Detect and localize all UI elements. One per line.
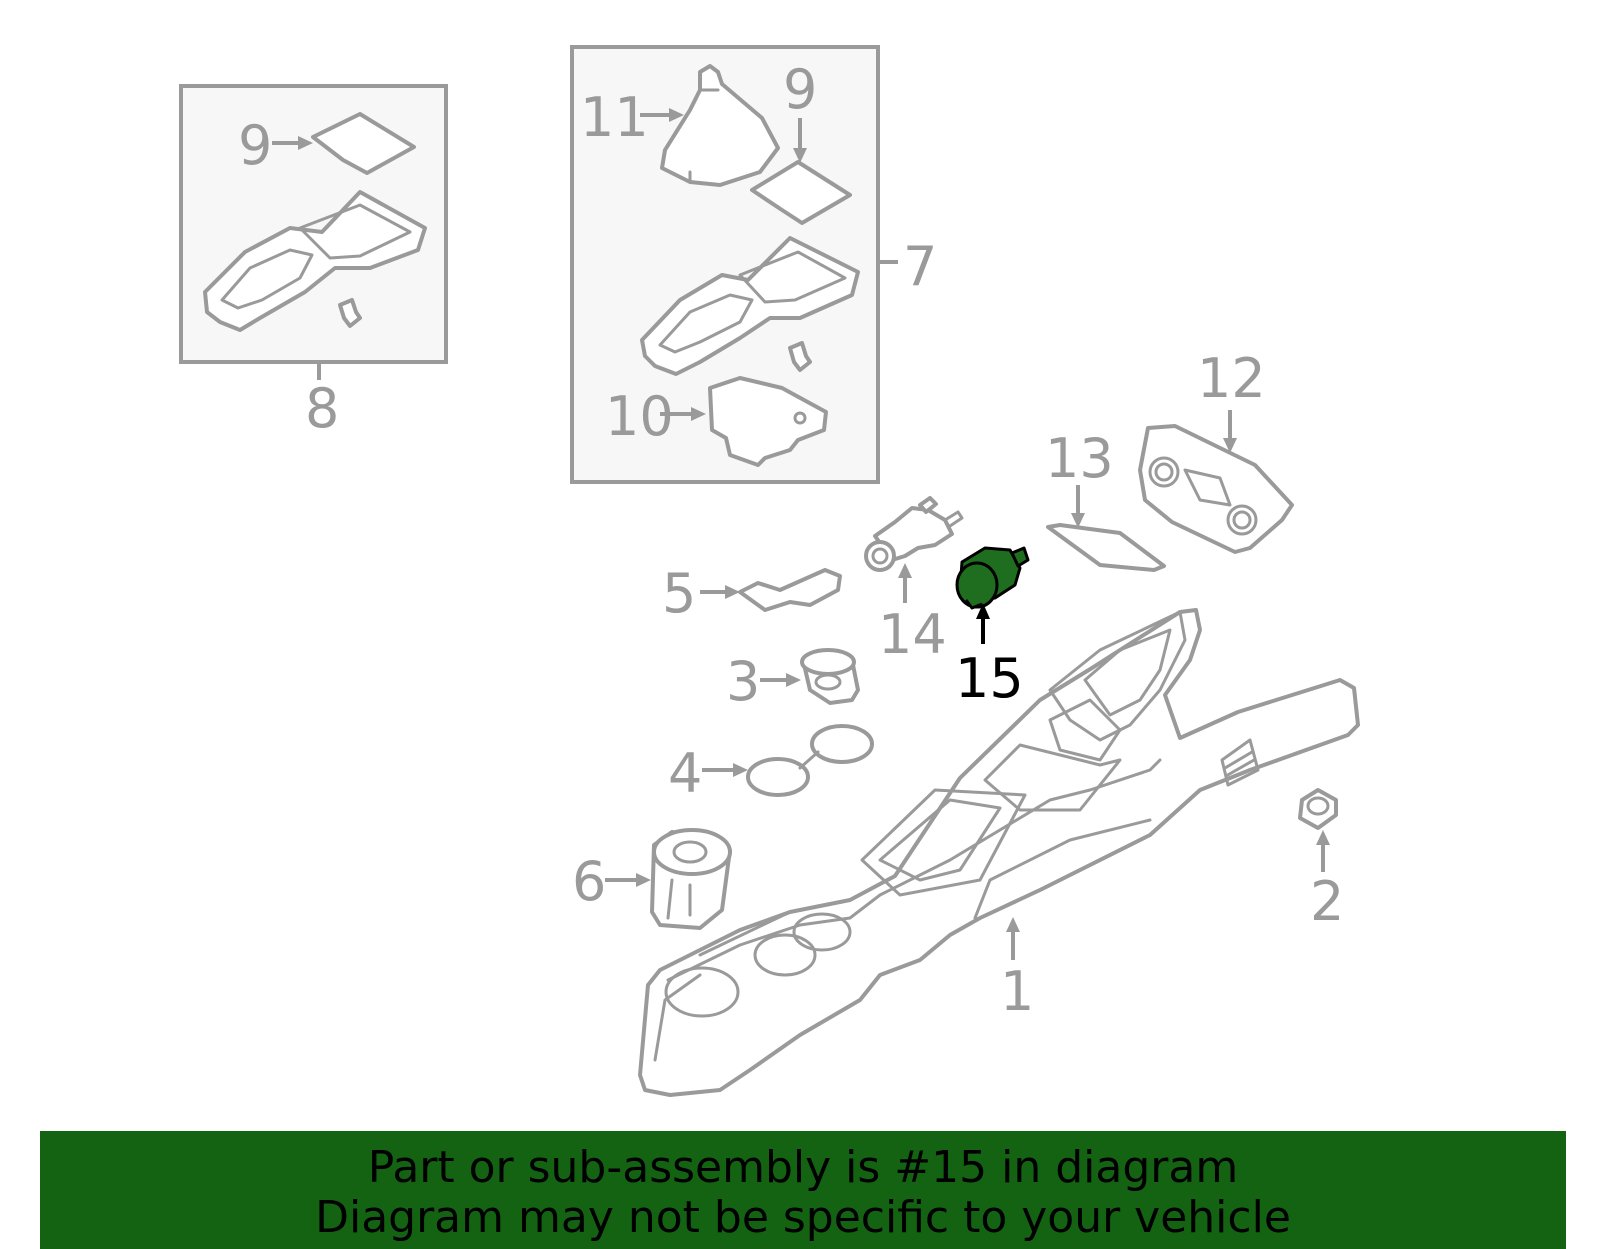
part-9-cover-plate-b: [750, 160, 852, 225]
callout-10: 10: [605, 385, 674, 448]
callout-1: 1: [1000, 960, 1034, 1023]
banner-line-2: Diagram may not be specific to your vehi…: [315, 1192, 1291, 1243]
part-13-plate: [1046, 523, 1166, 572]
part-15-power-outlet: [955, 546, 1030, 610]
part-1-console: [638, 608, 1360, 1097]
assembly-8-box: [179, 84, 448, 380]
banner-line-1: Part or sub-assembly is #15 in diagram: [367, 1142, 1239, 1193]
info-banner: Part or sub-assembly is #15 in diagram D…: [40, 1131, 1566, 1249]
part-8-clip: [338, 298, 362, 328]
callout-6: 6: [572, 850, 606, 913]
part-4-cup-mat: [746, 724, 874, 797]
callout-9-box7: 9: [783, 58, 817, 121]
part-12-switch-bezel: [1138, 424, 1294, 554]
callout-15: 15: [955, 647, 1024, 710]
callout-11: 11: [580, 86, 649, 149]
callout-13: 13: [1045, 427, 1114, 490]
callout-2: 2: [1310, 870, 1344, 933]
part-10-bracket: [708, 376, 828, 467]
callout-8: 8: [305, 377, 339, 440]
part-11-shift-boot: [660, 64, 780, 187]
callout-labels: 9 8 11 9 7 10 12 13 5 14 15 3 4 6 2 1: [238, 58, 1344, 1023]
part-2-grommet: [1298, 788, 1338, 830]
assembly-7-box: [570, 45, 898, 484]
leader-lines: [272, 108, 1330, 960]
callout-9-box8: 9: [238, 114, 272, 177]
part-14-socket: [864, 496, 964, 572]
callout-5: 5: [662, 562, 696, 625]
part-3-cup-insert: [800, 648, 860, 705]
part-5-trim-piece: [738, 568, 842, 612]
callout-12: 12: [1197, 347, 1266, 410]
callout-14: 14: [878, 603, 947, 666]
part-7-clip: [788, 341, 812, 372]
callout-4: 4: [668, 742, 702, 805]
part-6-cup-holder: [650, 828, 732, 930]
callout-7: 7: [903, 235, 937, 298]
part-9-cover-plate-a: [311, 112, 416, 175]
callout-3: 3: [726, 650, 760, 713]
